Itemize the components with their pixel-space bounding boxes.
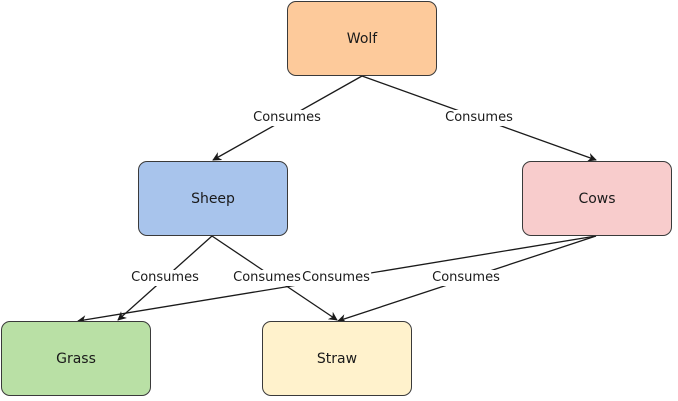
node-sheep: Sheep [138, 161, 288, 236]
edge-label-wolf-cows: Consumes [444, 110, 514, 126]
node-sheep-label: Sheep [191, 190, 235, 207]
node-wolf-label: Wolf [346, 30, 378, 47]
edge-label-cows-straw: Consumes [431, 270, 501, 286]
node-straw-label: Straw [316, 350, 358, 367]
node-grass: Grass [1, 321, 151, 396]
node-grass-label: Grass [56, 350, 96, 367]
node-cows: Cows [522, 161, 672, 236]
edge-label-cows-grass: Consumes [301, 270, 371, 286]
node-wolf: Wolf [287, 1, 437, 76]
edge-label-sheep-straw: Consumes [232, 270, 302, 286]
node-straw: Straw [262, 321, 412, 396]
edge-label-sheep-grass: Consumes [130, 270, 200, 286]
edge-label-wolf-sheep: Consumes [252, 110, 322, 126]
node-cows-label: Cows [578, 190, 616, 207]
